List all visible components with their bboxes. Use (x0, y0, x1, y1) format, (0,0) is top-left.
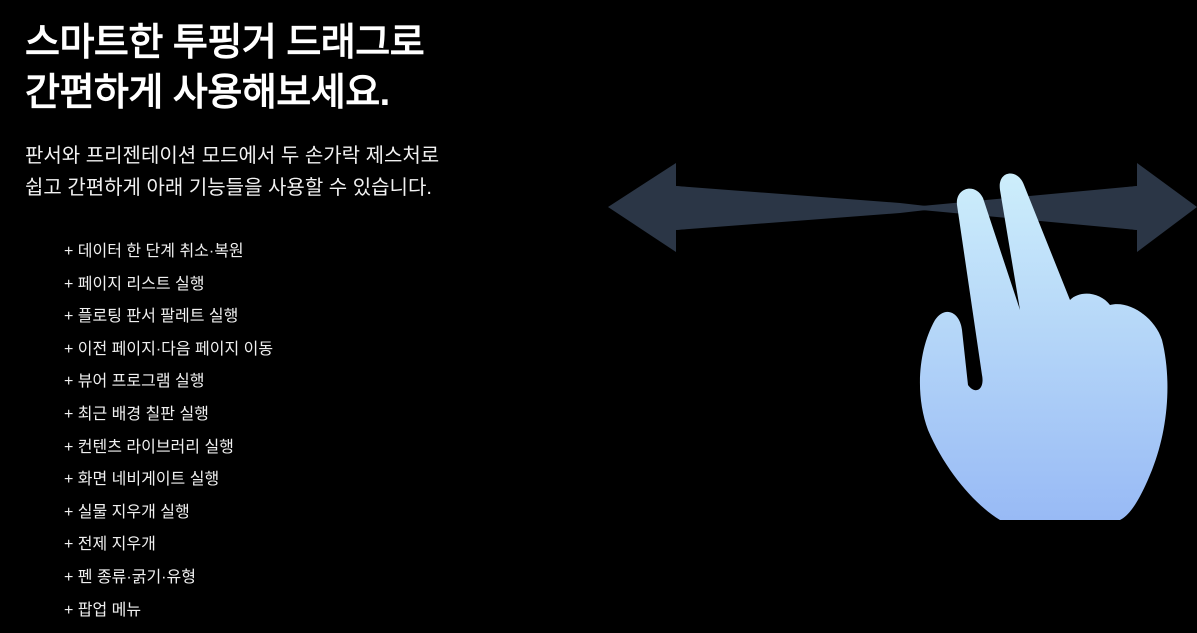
feature-item: + 실물 지우개 실행 (64, 503, 190, 521)
description-line-2: 쉽고 간편하게 아래 기능들을 사용할 수 있습니다. (25, 177, 432, 199)
description: 판서와 프리젠테이션 모드에서 두 손가락 제스처로 쉽고 간편하게 아래 기능… (25, 140, 439, 204)
feature-item: + 플로팅 판서 팔레트 실행 (64, 308, 239, 326)
feature-item: + 화면 네비게이트 실행 (64, 471, 220, 489)
feature-item: + 펜 종류·굵기·유형 (64, 568, 196, 586)
feature-item: + 데이터 한 단계 취소·복원 (64, 243, 244, 260)
feature-list: + 데이터 한 단계 취소·복원 + 페이지 리스트 실행 + 플로팅 판서 팔… (64, 236, 273, 627)
feature-item: + 팝업 메뉴 (64, 601, 142, 619)
feature-item: + 페이지 리스트 실행 (64, 275, 205, 293)
feature-item: + 전제 지우개 (64, 536, 156, 554)
feature-item: + 뷰어 프로그램 실행 (64, 373, 205, 391)
horizontal-arrows-icon (608, 163, 1197, 252)
headline-line-1: 스마트한 투핑거 드래그로 (25, 22, 425, 64)
description-line-1: 판서와 프리젠테이션 모드에서 두 손가락 제스처로 (25, 145, 440, 167)
feature-item: + 이전 페이지·다음 페이지 이동 (64, 340, 274, 358)
hand-icon (919, 173, 1168, 520)
two-finger-drag-illustration (608, 163, 1197, 520)
feature-item: + 최근 배경 칠판 실행 (64, 405, 209, 423)
page-title: 스마트한 투핑거 드래그로 간편하게 사용해보세요. (25, 18, 425, 118)
feature-item: + 컨텐츠 라이브러리 실행 (64, 438, 234, 456)
headline-line-2: 간편하게 사용해보세요. (25, 72, 390, 114)
